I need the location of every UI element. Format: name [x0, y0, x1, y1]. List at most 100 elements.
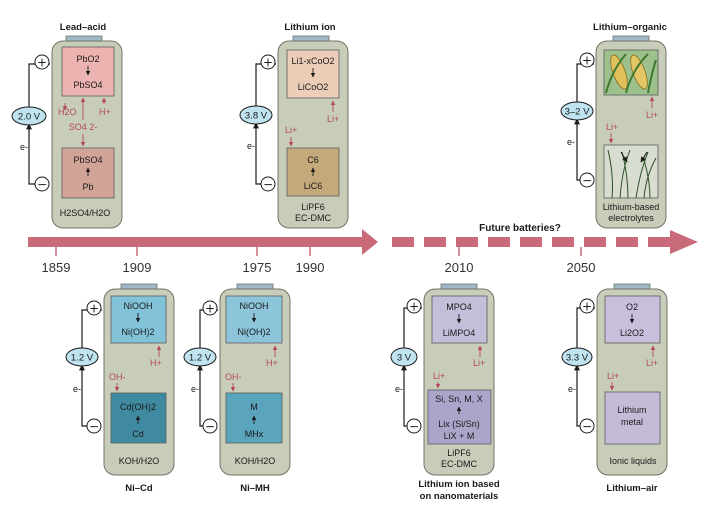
plus-terminal-icon — [34, 54, 50, 70]
negative-electrode — [427, 389, 492, 445]
year-label-2010: 2010 — [445, 260, 474, 275]
voltage-bubble — [65, 347, 99, 367]
electrode-text: NiOOH — [124, 301, 153, 311]
electrolyte-label: KOH/H2O — [119, 456, 160, 466]
ion-label: Li+ — [606, 122, 618, 132]
plus-sign: + — [205, 302, 215, 316]
electrolyte-label: Lithium-based — [603, 202, 660, 212]
ion-label: Li+ — [285, 125, 297, 135]
battery-ni-mh: NiOOH Ni(OH)2 H+ OH- M MHx KOH/H2O Ni–MH… — [183, 283, 291, 494]
voltage-label: 1.2 V — [71, 353, 94, 364]
electrode-text: PbSO4 — [73, 155, 102, 165]
voltage-label: 2.0 V — [18, 112, 41, 123]
battery-title: Lithium–organic — [593, 22, 667, 33]
electrode-text: NiOOH — [240, 301, 269, 311]
timeline-ticks — [55, 247, 582, 256]
minus-sign: − — [89, 420, 99, 434]
electron-label: e- — [568, 384, 576, 394]
electrolyte-label: EC-DMC — [441, 459, 477, 469]
electrolyte-label: Ionic liquids — [609, 456, 657, 466]
battery-title-line1: Lithium ion based — [418, 479, 499, 490]
minus-sign: − — [582, 420, 592, 434]
negative-electrode — [604, 391, 661, 445]
battery-lithium-organic: Lithium–organic Li+ Li+ Lithium-based el… — [560, 22, 667, 229]
timeline-dashes — [392, 237, 670, 247]
ion-label: H2O — [58, 107, 77, 117]
voltage-bubble — [11, 106, 47, 126]
grass-icon — [603, 144, 659, 199]
ion-label: OH- — [109, 372, 126, 382]
plus-terminal-icon — [86, 300, 102, 316]
minus-sign: − — [37, 178, 47, 192]
minus-terminal-icon — [34, 176, 50, 192]
year-label-1990: 1990 — [296, 260, 325, 275]
ion-label: Li+ — [607, 371, 619, 381]
ion-label: Li+ — [646, 110, 658, 120]
minus-terminal-icon — [406, 418, 422, 434]
electrode-text: LiX + M — [444, 431, 475, 441]
plus-terminal-icon — [579, 298, 595, 314]
battery-lithium-ion: Lithium ion Li1-xCoO2 LiCoO2 Li+ Li+ C6 … — [239, 22, 349, 229]
plus-sign: + — [582, 54, 592, 68]
battery-title: Lithium ion — [284, 22, 335, 33]
ion-label: OH- — [225, 372, 242, 382]
plus-terminal-icon — [202, 300, 218, 316]
electrode-text: Pb — [82, 182, 93, 192]
timeline-solid-arrowhead — [362, 229, 378, 255]
electrode-text: Cd(OH)2 — [120, 402, 156, 412]
electrode-text: metal — [621, 417, 643, 427]
year-label-1859: 1859 — [42, 260, 71, 275]
electrolyte-label: EC-DMC — [295, 213, 331, 223]
electrode-text: Li2O2 — [620, 328, 644, 338]
voltage-bubble — [183, 347, 217, 367]
battery-lithium-air: O2 Li2O2 Li+ Li+ Lithium metal Ionic liq… — [561, 283, 668, 494]
electron-label: e- — [247, 141, 255, 151]
electrode-text: Ni(OH)2 — [122, 327, 155, 337]
plus-sign: + — [582, 300, 592, 314]
electrode-text: Ni(OH)2 — [238, 327, 271, 337]
electrode-text: MPO4 — [446, 302, 472, 312]
electrode-text: PbO2 — [76, 54, 99, 64]
timeline-solid-bar — [28, 237, 366, 247]
year-label-1909: 1909 — [123, 260, 152, 275]
minus-terminal-icon — [579, 172, 595, 188]
voltage-bubble — [239, 105, 273, 125]
electrode-text: Si, Sn, M, X — [435, 394, 483, 404]
minus-terminal-icon — [86, 418, 102, 434]
minus-sign: − — [263, 178, 273, 192]
ion-label: H+ — [99, 107, 111, 117]
ion-label: H+ — [266, 358, 278, 368]
timeline-future-arrowhead — [670, 230, 698, 254]
electrode-text: LiMPO4 — [443, 328, 476, 338]
electrode-text: C6 — [307, 155, 319, 165]
battery-lithium-ion-nanomaterials: MPO4 LiMPO4 Li+ Li+ Si, Sn, M, X Lix (Si… — [390, 283, 500, 502]
electrode-text: Cd — [132, 429, 144, 439]
battery-title: Lithium–air — [606, 483, 658, 494]
plus-terminal-icon — [579, 52, 595, 68]
electron-label: e- — [395, 384, 403, 394]
electrode-text: M — [250, 402, 258, 412]
corn-cobs — [605, 53, 657, 94]
electrolyte-label: LiPF6 — [301, 202, 325, 212]
minus-sign: − — [205, 420, 215, 434]
voltage-bubble — [560, 101, 594, 121]
electrode-text: MHx — [245, 429, 264, 439]
electron-label: e- — [20, 142, 28, 152]
battery-title: Ni–MH — [240, 483, 270, 494]
plus-terminal-icon — [260, 54, 276, 70]
plus-sign: + — [263, 56, 273, 70]
ion-label: Li+ — [646, 358, 658, 368]
voltage-bubble — [561, 347, 593, 367]
voltage-label: 3.3 V — [566, 353, 589, 364]
electrolyte-label: H2SO4/H2O — [60, 208, 111, 218]
plus-sign: + — [37, 56, 47, 70]
voltage-label: 3–2 V — [565, 107, 590, 118]
electrode-text: LiC6 — [304, 181, 323, 191]
voltage-bubble — [390, 347, 418, 367]
battery-lead-acid: Lead–acid PbO2 PbSO4 H2O H+ SO4 2- PbSO4… — [11, 22, 123, 229]
electrolyte-label: LiPF6 — [447, 448, 471, 458]
timeline: 1859 1909 1975 1990 2010 2050 Future bat… — [28, 223, 698, 275]
ion-label: H+ — [150, 358, 162, 368]
minus-terminal-icon — [260, 176, 276, 192]
